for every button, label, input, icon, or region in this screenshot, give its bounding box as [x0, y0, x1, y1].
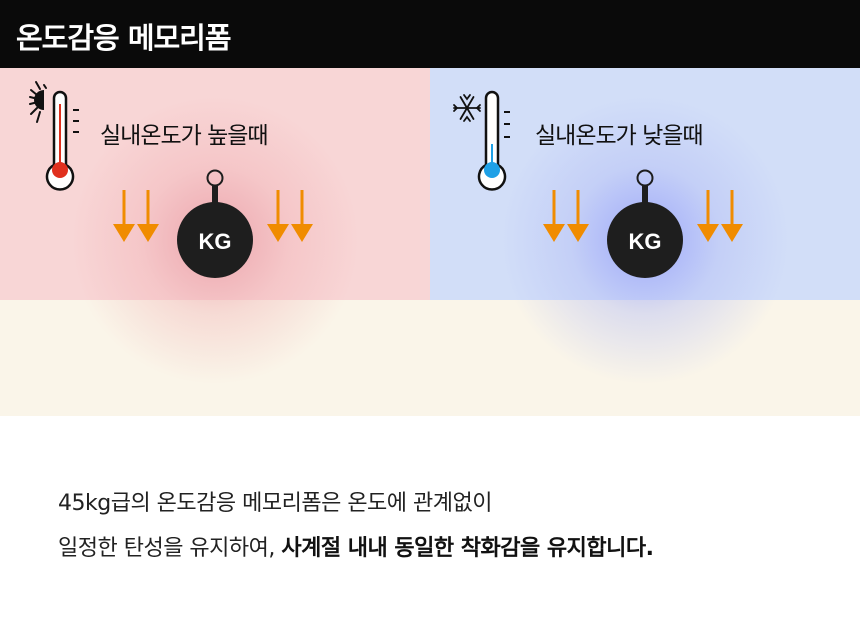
weight-icon: KG: [177, 169, 253, 278]
hot-panel: 실내온도가 높을때 KG: [0, 68, 430, 390]
description-bold: 사계절 내내 동일한 착화감을 유지합니다.: [281, 536, 654, 561]
down-arrows-left: [543, 190, 589, 242]
hot-label: 실내온도가 높을때: [100, 123, 269, 149]
thermometer-cold-icon: [477, 90, 510, 191]
description-line-1: 45kg급의 온도감응 메모리폼은 온도에 관계없이: [58, 491, 493, 516]
sun-icon: [29, 81, 47, 123]
description-line-2: 일정한 탄성을 유지하여, 사계절 내내 동일한 착화감을 유지합니다.: [58, 530, 654, 562]
snowflake-icon: [453, 94, 481, 122]
weight-label: KG: [199, 229, 232, 254]
description-normal: 일정한 탄성을 유지하여,: [58, 536, 282, 561]
page-title: 온도감응 메모리폼: [16, 21, 232, 55]
weight-label: KG: [629, 229, 662, 254]
weight-icon: KG: [607, 169, 683, 278]
cold-illustration: KG: [453, 90, 743, 278]
down-arrows-right: [697, 190, 743, 242]
hot-illustration: KG: [29, 81, 313, 278]
cold-panel: 실내온도가 낮을때 KG: [430, 68, 860, 390]
cold-label: 실내온도가 낮을때: [535, 123, 704, 149]
down-arrows-right: [267, 190, 313, 242]
header: 온도감응 메모리폼: [0, 0, 860, 68]
thermometer-hot-icon: [45, 90, 79, 191]
down-arrows-left: [113, 190, 159, 242]
